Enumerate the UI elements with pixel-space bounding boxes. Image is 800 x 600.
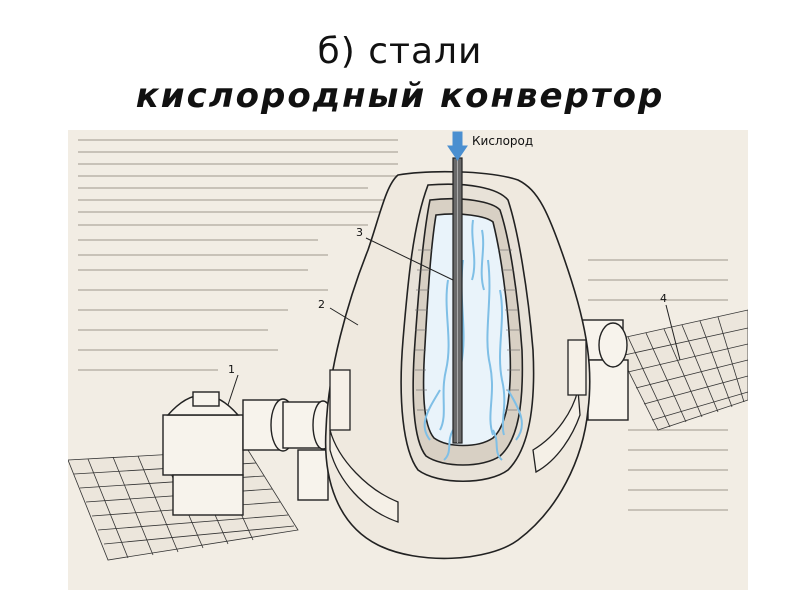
callout-2: 2 [318,298,325,311]
callout-4: 4 [660,292,667,305]
converter-drawing [68,130,748,590]
oxygen-arrow [447,131,468,161]
converter-illustration: Кислород 1 2 3 4 [68,130,748,590]
callout-1: 1 [228,363,235,376]
callout-lines [227,237,681,406]
slide-title: б) стали кислородный конвертор [0,30,800,118]
callout-3: 3 [356,226,363,239]
oxygen-label: Кислород [472,134,534,148]
converter-base [329,339,587,523]
title-line-2: кислородный конвертор [135,76,665,116]
title-line-1: б) стали [317,31,483,72]
oxygen-lance [452,157,463,444]
right-floor-grid [612,309,748,431]
background-text-lines [78,139,728,511]
drive-motor [162,391,334,516]
